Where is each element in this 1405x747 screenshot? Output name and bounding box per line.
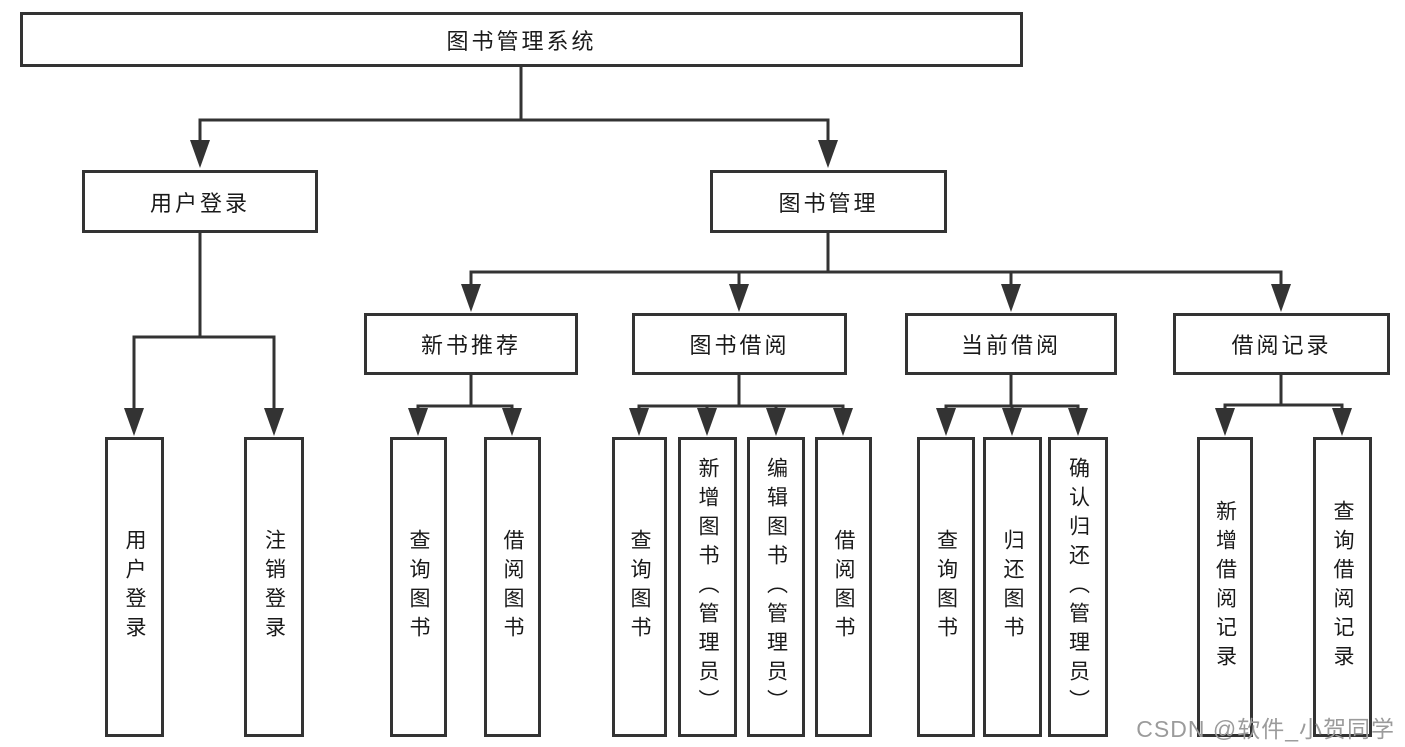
node-book-management: 图书管理	[710, 170, 947, 233]
node-borrow-records: 借阅记录	[1173, 313, 1390, 375]
arrow-down-icon	[1001, 284, 1021, 312]
arrow-down-icon	[461, 284, 481, 312]
connector-user-login-to-leaves	[124, 233, 284, 436]
arrow-down-icon	[766, 408, 786, 436]
leaf-add-borrow-record: 新增借阅记录	[1197, 437, 1253, 737]
leaf-query-books-current: 查询图书	[917, 437, 975, 737]
arrow-down-icon	[833, 408, 853, 436]
leaf-return-book: 归还图书	[983, 437, 1042, 737]
arrow-down-icon	[1271, 284, 1291, 312]
arrow-down-icon	[1332, 408, 1352, 436]
connector-new-book-to-leaves	[408, 375, 522, 436]
connector-current-borrow-to-leaves	[936, 375, 1088, 436]
connector-borrow-records-to-leaves	[1215, 375, 1352, 436]
arrow-down-icon	[1002, 408, 1022, 436]
node-user-login: 用户登录	[82, 170, 318, 233]
arrow-down-icon	[124, 408, 144, 436]
arrow-down-icon	[936, 408, 956, 436]
arrow-down-icon	[1215, 408, 1235, 436]
connector-book-borrow-to-leaves	[629, 375, 853, 436]
leaf-query-books-borrow: 查询图书	[612, 437, 667, 737]
leaf-borrow-books: 借阅图书	[815, 437, 872, 737]
arrow-down-icon	[729, 284, 749, 312]
arrow-down-icon	[697, 408, 717, 436]
leaf-confirm-return-admin: 确认归还（管理员）	[1048, 437, 1108, 737]
leaf-query-borrow-record: 查询借阅记录	[1313, 437, 1372, 737]
leaf-borrow-books-recommend: 借阅图书	[484, 437, 541, 737]
watermark: CSDN @软件_小贺同学	[1136, 716, 1395, 742]
node-book-borrow: 图书借阅	[632, 313, 847, 375]
connector-root-to-level2	[190, 67, 838, 168]
arrow-down-icon	[1068, 408, 1088, 436]
arrow-down-icon	[408, 408, 428, 436]
arrow-down-icon	[190, 140, 210, 168]
arrow-down-icon	[264, 408, 284, 436]
node-root: 图书管理系统	[20, 12, 1023, 67]
node-current-borrow: 当前借阅	[905, 313, 1117, 375]
connector-book-management-to-level3	[461, 233, 1291, 312]
leaf-user-login: 用户登录	[105, 437, 164, 737]
leaf-query-books-recommend: 查询图书	[390, 437, 447, 737]
leaf-add-book-admin: 新增图书（管理员）	[678, 437, 737, 737]
leaf-edit-book-admin: 编辑图书（管理员）	[747, 437, 805, 737]
arrow-down-icon	[818, 140, 838, 168]
arrow-down-icon	[629, 408, 649, 436]
arrow-down-icon	[502, 408, 522, 436]
leaf-logout: 注销登录	[244, 437, 304, 737]
node-new-book-recommend: 新书推荐	[364, 313, 578, 375]
